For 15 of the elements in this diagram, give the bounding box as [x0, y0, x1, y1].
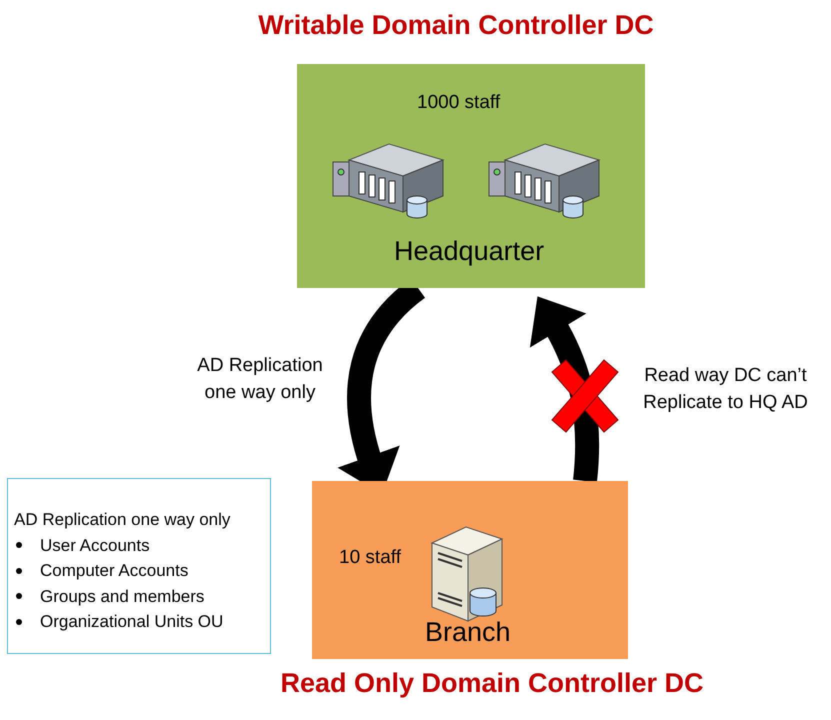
heading: Read Only Domain Controller DC: [280, 668, 704, 699]
site-box: [297, 64, 645, 288]
list-item: Groups and members: [40, 586, 204, 608]
curved-arrow: [529, 296, 600, 482]
staff-count: 1000 staff: [417, 92, 500, 114]
text-box: [7, 478, 271, 654]
staff-count: 10 staff: [339, 547, 401, 569]
site-name: Headquarter: [394, 236, 544, 267]
list-item: Organizational Units OU: [40, 611, 224, 633]
list-heading: AD Replication one way only: [14, 509, 230, 531]
list-item: User Accounts: [40, 534, 150, 556]
list-item: Computer Accounts: [40, 560, 188, 582]
site-name: Branch: [425, 617, 511, 648]
site-box: [312, 481, 628, 659]
heading: Writable Domain Controller DC: [258, 10, 654, 41]
